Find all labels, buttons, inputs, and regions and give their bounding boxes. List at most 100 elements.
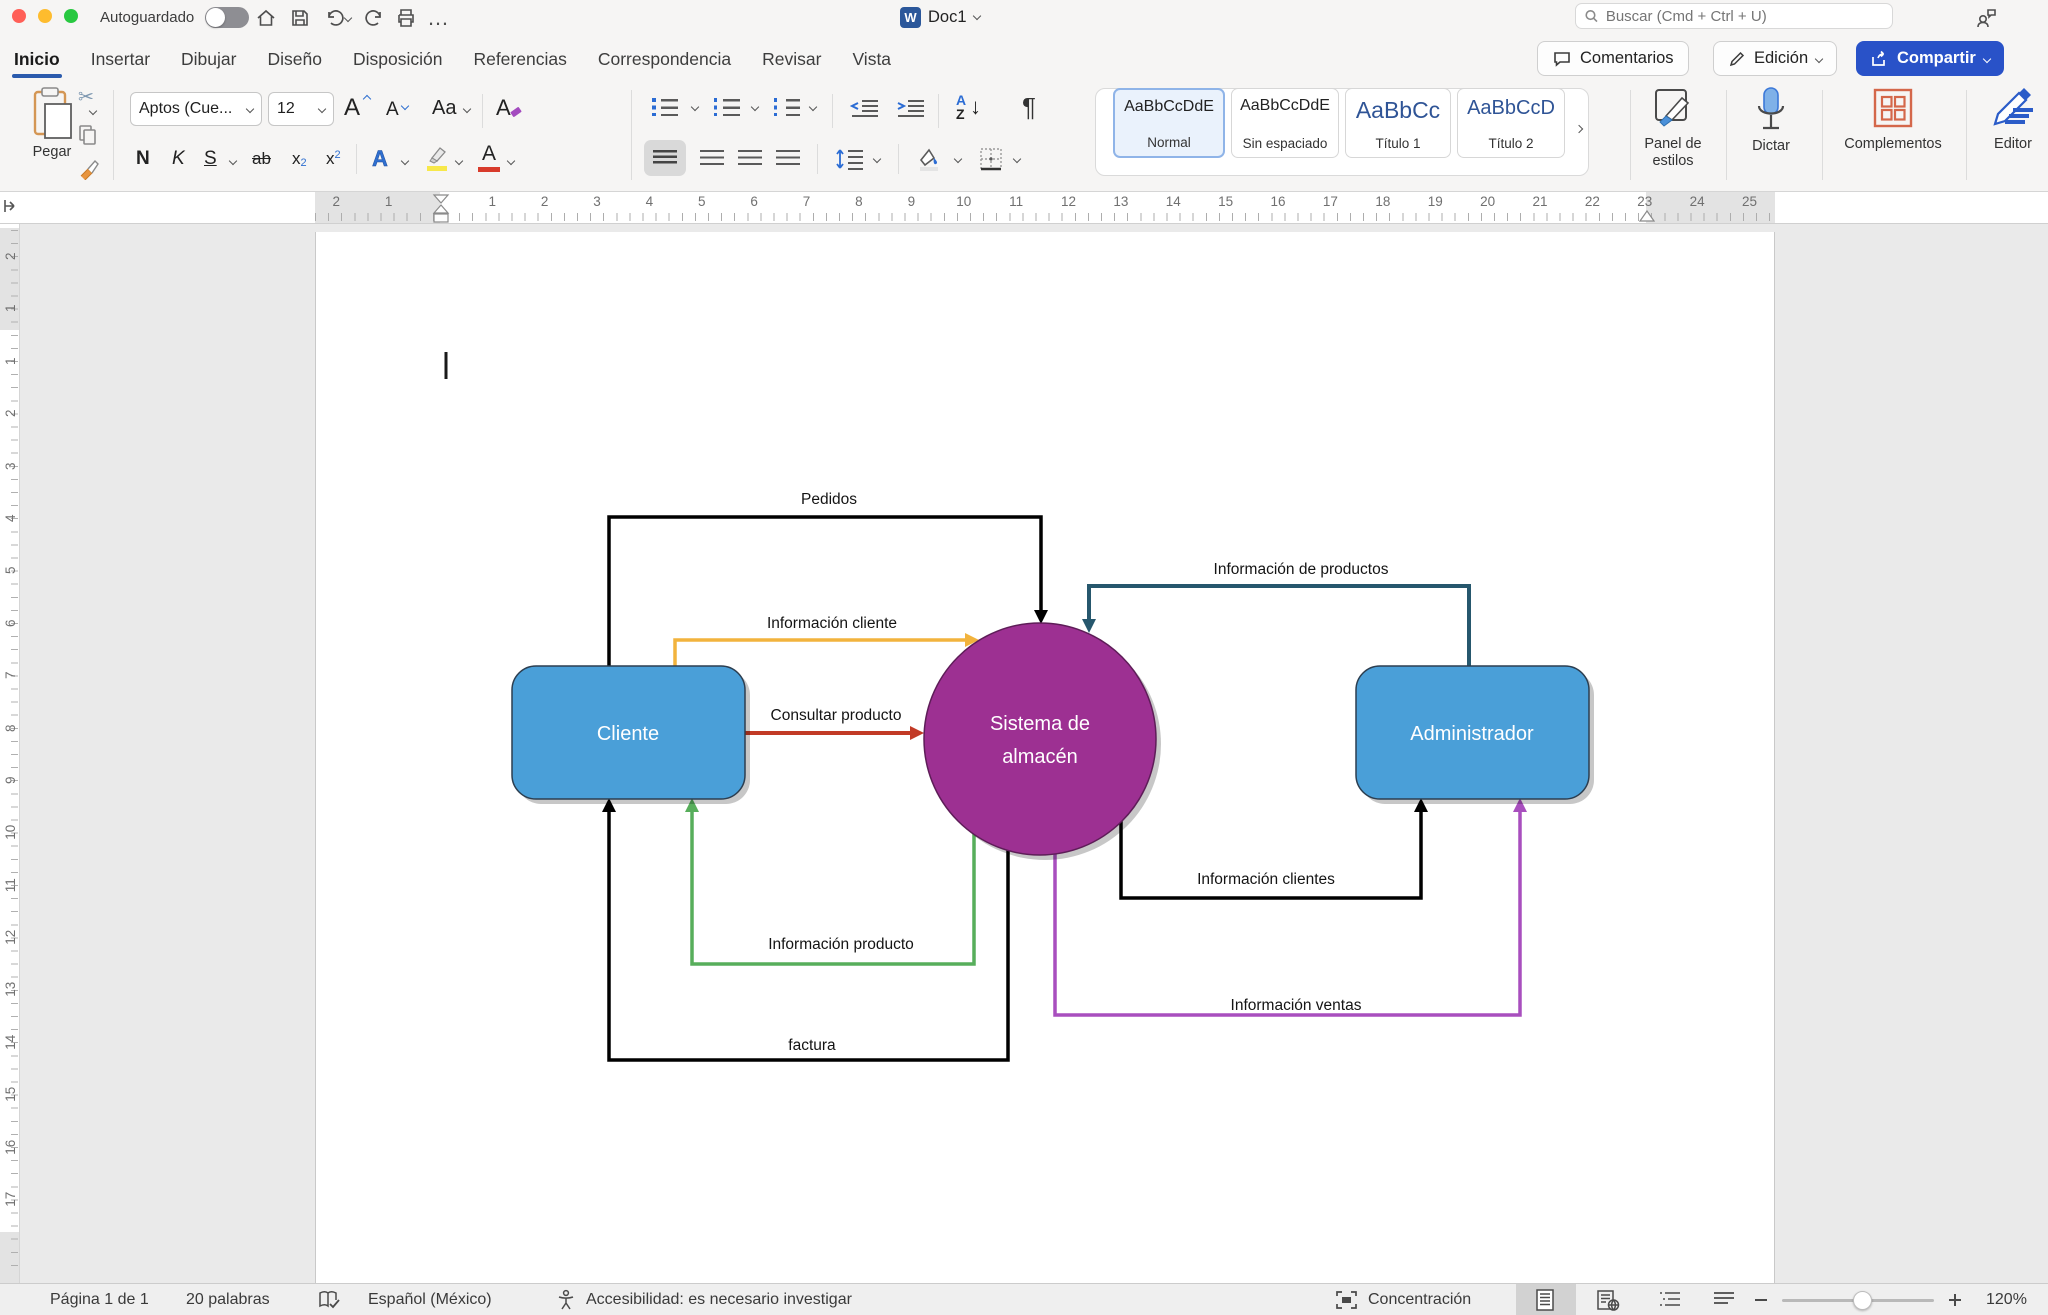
more-commands-icon[interactable]: … <box>424 4 452 32</box>
accessibility-icon[interactable] <box>556 1284 576 1315</box>
tab-revisar[interactable]: Revisar <box>762 48 822 69</box>
underline-chevron-icon[interactable] <box>228 156 238 166</box>
edge-informacion-ventas[interactable] <box>1053 811 1522 1017</box>
copy-icon[interactable] <box>78 124 98 146</box>
draft-view-icon[interactable] <box>1712 1284 1736 1315</box>
text-effects-chevron-icon[interactable] <box>400 156 410 166</box>
editing-mode-button[interactable]: Edición <box>1713 41 1838 76</box>
format-painter-icon[interactable] <box>78 158 100 180</box>
search-input[interactable] <box>1605 7 1884 25</box>
text-effects-button[interactable]: A <box>372 146 388 172</box>
bullet-list-chevron-icon[interactable] <box>690 102 700 112</box>
change-case-button[interactable]: Aa <box>432 97 472 120</box>
bullet-list-icon[interactable] <box>652 98 678 116</box>
decrease-indent-icon[interactable] <box>850 98 880 118</box>
edge-pedidos[interactable] <box>607 515 1043 666</box>
increase-indent-icon[interactable] <box>896 98 926 118</box>
font-color-button[interactable]: A <box>478 142 500 172</box>
shading-chevron-icon[interactable] <box>953 154 963 164</box>
page-indicator[interactable]: Página 1 de 1 <box>50 1291 149 1308</box>
grow-font-button[interactable]: A <box>344 94 372 122</box>
tab-disposicion[interactable]: Disposición <box>352 48 443 69</box>
tab-selector-icon[interactable] <box>2 198 18 216</box>
multilevel-list-icon[interactable] <box>774 98 800 116</box>
shrink-font-button[interactable]: A <box>386 99 410 121</box>
borders-chevron-icon[interactable] <box>1012 154 1022 164</box>
comments-button[interactable]: Comentarios <box>1537 41 1689 76</box>
multilevel-list-chevron-icon[interactable] <box>808 102 818 112</box>
spellcheck-icon[interactable] <box>318 1284 340 1315</box>
node-administrador[interactable] <box>1355 665 1590 800</box>
style-titulo-1[interactable]: AaBbCc Título 1 <box>1345 88 1451 158</box>
editor-button[interactable]: Editor <box>1968 86 2048 153</box>
tab-vista[interactable]: Vista <box>852 48 892 69</box>
edge-informacion-clientes[interactable] <box>1119 811 1423 900</box>
tab-dibujar[interactable]: Dibujar <box>181 48 237 69</box>
language-indicator[interactable]: Español (México) <box>368 1291 492 1308</box>
undo-icon[interactable] <box>320 4 348 32</box>
save-icon[interactable] <box>286 4 314 32</box>
web-layout-view-icon[interactable] <box>1596 1284 1620 1315</box>
zoom-in-button[interactable] <box>1948 1284 1962 1315</box>
tab-diseno[interactable]: Diseño <box>267 48 322 69</box>
underline-button[interactable]: S <box>204 148 217 169</box>
tab-insertar[interactable]: Insertar <box>90 48 151 69</box>
line-spacing-icon[interactable] <box>836 148 864 170</box>
font-color-chevron-icon[interactable] <box>506 156 516 166</box>
redo-icon[interactable] <box>360 4 388 32</box>
edge-factura[interactable] <box>607 811 1010 1062</box>
align-right-icon[interactable] <box>738 150 762 166</box>
numbered-list-chevron-icon[interactable] <box>750 102 760 112</box>
justify-icon[interactable] <box>776 150 800 166</box>
print-layout-view-icon[interactable] <box>1534 1284 1556 1315</box>
zoom-level[interactable]: 120% <box>1986 1291 2027 1308</box>
tab-referencias[interactable]: Referencias <box>473 48 567 69</box>
pilcrow-icon[interactable]: ¶ <box>1022 92 1036 122</box>
node-cliente[interactable] <box>511 665 746 800</box>
shading-icon[interactable] <box>916 146 942 172</box>
edge-informacion-de-productos[interactable] <box>1087 584 1471 666</box>
align-left-icon[interactable] <box>653 150 677 166</box>
font-name-select[interactable]: Aptos (Cue... <box>130 92 262 126</box>
autosave-toggle[interactable] <box>205 7 249 28</box>
edge-informacion-cliente[interactable] <box>673 638 966 666</box>
zoom-slider-thumb[interactable] <box>1853 1291 1872 1310</box>
addins-button[interactable]: Complementos <box>1838 86 1948 153</box>
tab-correspondencia[interactable]: Correspondencia <box>597 48 732 69</box>
clear-formatting-button[interactable]: A <box>496 95 522 121</box>
accessibility-status[interactable]: Accesibilidad: es necesario investigar <box>586 1291 852 1308</box>
node-sistema-de-almacen[interactable] <box>923 622 1157 856</box>
share-button[interactable]: Compartir <box>1856 41 2004 76</box>
presence-people-icon[interactable] <box>1972 4 2000 32</box>
align-center-icon[interactable] <box>700 150 724 166</box>
highlight-chevron-icon[interactable] <box>454 156 464 166</box>
tab-inicio[interactable]: Inicio <box>12 43 62 78</box>
close-window-button[interactable] <box>12 9 26 23</box>
focus-mode-label[interactable]: Concentración <box>1368 1291 1472 1308</box>
undo-dropdown-chevron-icon[interactable] <box>341 4 355 32</box>
zoom-window-button[interactable] <box>64 9 78 23</box>
edge-informacion-producto[interactable] <box>690 811 976 966</box>
strikethrough-button[interactable]: ab <box>252 149 271 168</box>
zoom-out-button[interactable] <box>1754 1284 1768 1315</box>
minimize-window-button[interactable] <box>38 9 52 23</box>
style-sin-espaciado[interactable]: AaBbCcDdE Sin espaciado <box>1231 88 1339 158</box>
document-title-group[interactable]: W Doc1 <box>900 3 981 31</box>
right-indent-marker[interactable] <box>1639 210 1655 222</box>
paste-button[interactable]: Pegar <box>16 86 88 160</box>
borders-icon[interactable] <box>978 146 1004 172</box>
italic-button[interactable]: K <box>172 148 185 169</box>
outline-view-icon[interactable] <box>1658 1284 1682 1315</box>
bold-button[interactable]: N <box>136 148 150 169</box>
line-spacing-chevron-icon[interactable] <box>872 154 882 164</box>
search-bar[interactable] <box>1575 3 1893 29</box>
numbered-list-icon[interactable] <box>714 98 740 116</box>
style-titulo-2[interactable]: AaBbCcD Título 2 <box>1457 88 1565 158</box>
print-icon[interactable] <box>392 4 420 32</box>
highlight-button[interactable] <box>424 144 450 172</box>
font-size-select[interactable]: 12 <box>268 92 334 126</box>
dictate-button[interactable]: Dictar <box>1726 86 1816 155</box>
